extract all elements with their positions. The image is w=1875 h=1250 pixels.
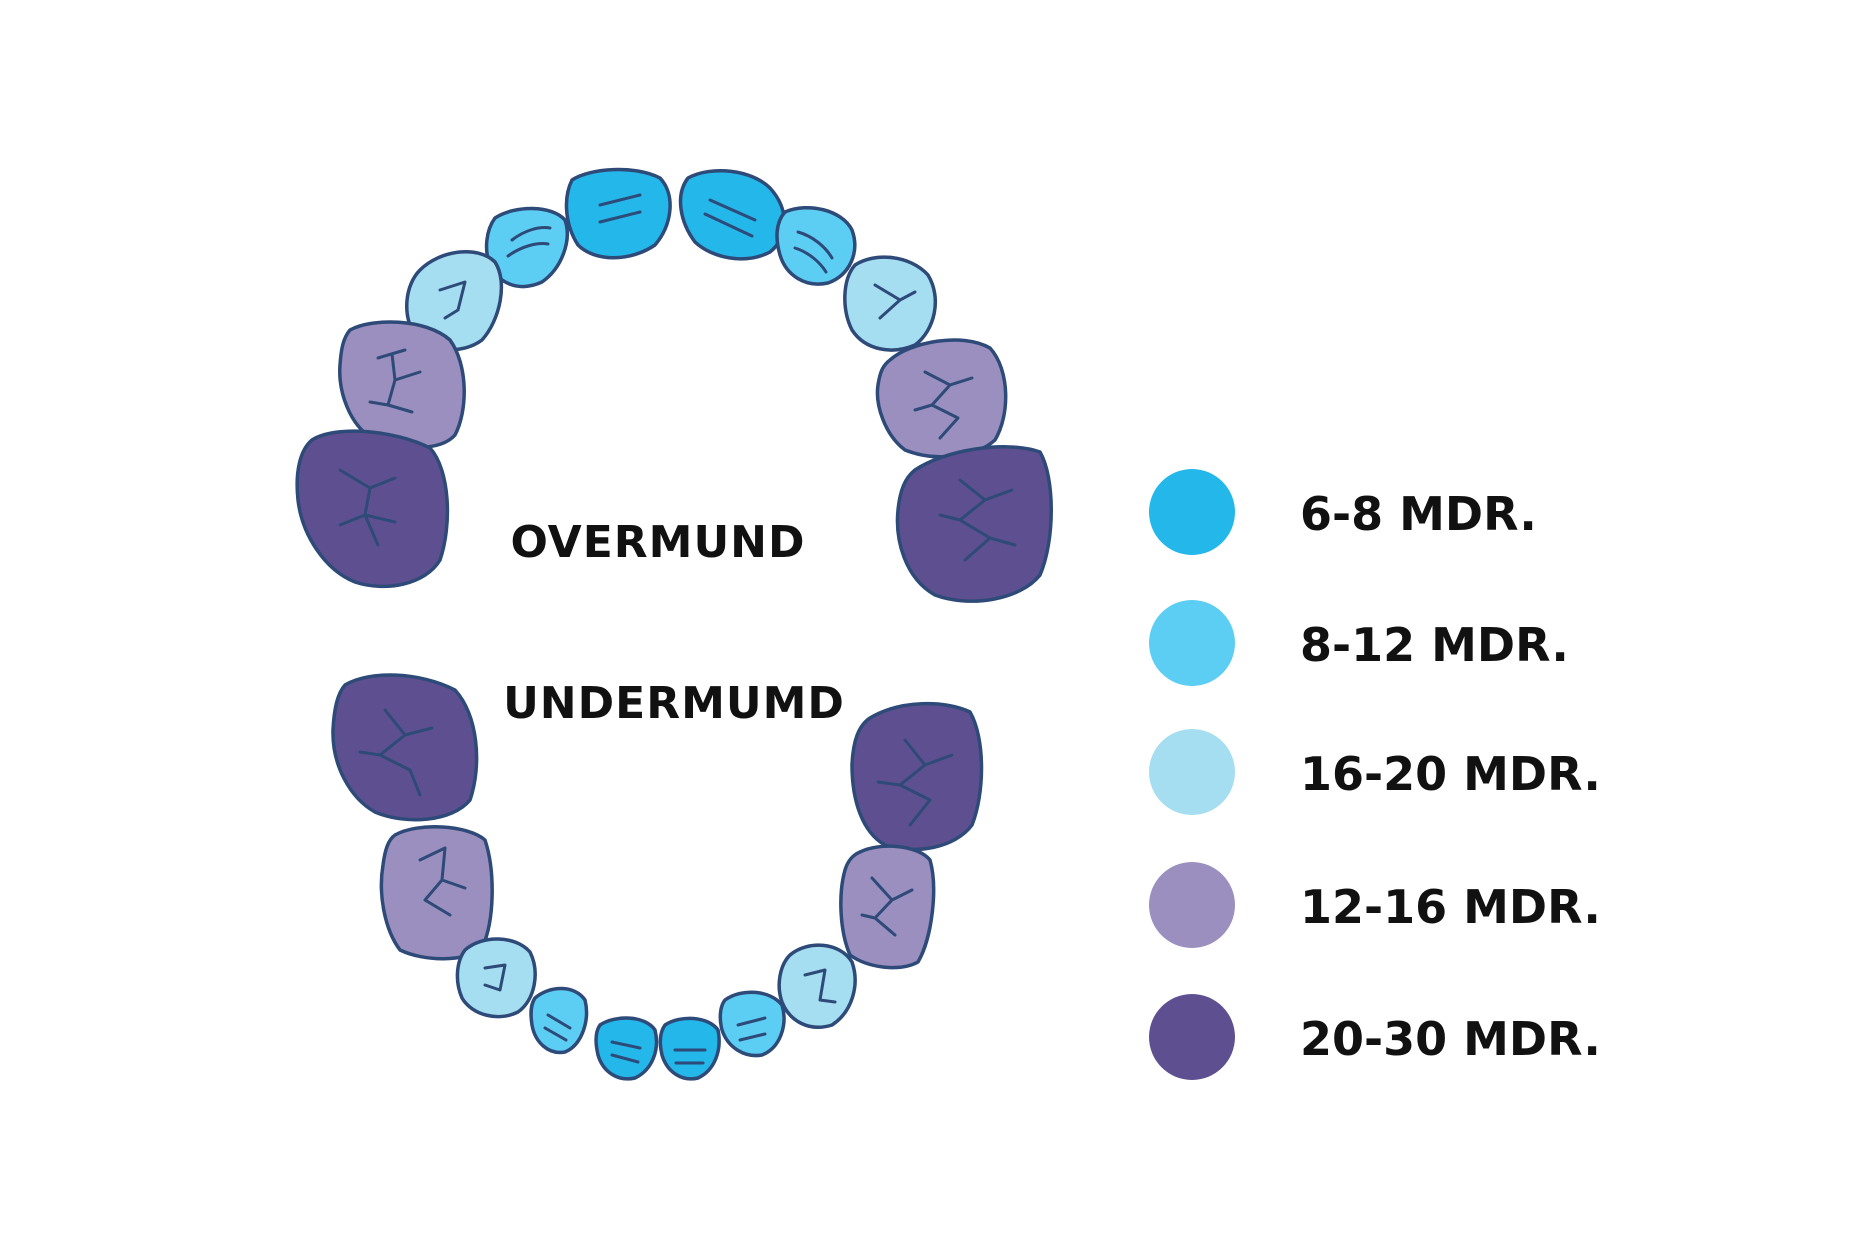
legend-swatch: [1149, 994, 1235, 1080]
lower-central-incisor-right: [658, 1016, 721, 1081]
upper-second-molar-left: [295, 429, 450, 589]
upper-central-incisor-right: [678, 168, 786, 261]
upper-second-molar-right: [895, 445, 1053, 603]
legend-item-6-8: 6-8 MDR.: [1149, 469, 1537, 555]
upper-jaw: [295, 167, 1053, 603]
lower-jaw: [331, 673, 984, 1081]
upper-lateral-incisor-left: [484, 206, 569, 289]
lower-canine-right: [777, 943, 857, 1029]
legend-swatch: [1149, 600, 1235, 686]
legend-label: 20-30 MDR.: [1300, 1012, 1601, 1066]
lower-central-incisor-left: [594, 1016, 659, 1081]
legend-item-12-16: 12-16 MDR.: [1149, 862, 1601, 948]
legend-swatch: [1149, 469, 1235, 555]
lower-first-molar-left: [379, 825, 494, 961]
legend-item-20-30: 20-30 MDR.: [1149, 994, 1601, 1080]
legend-swatch: [1149, 729, 1235, 815]
lower-lateral-incisor-right: [718, 990, 786, 1058]
legend-item-8-12: 8-12 MDR.: [1149, 600, 1569, 686]
legend-item-16-20: 16-20 MDR.: [1149, 729, 1601, 815]
upper-first-molar-right: [875, 338, 1008, 459]
legend-swatch: [1149, 862, 1235, 948]
lower-first-molar-right: [839, 844, 936, 970]
upper-canine-left: [405, 249, 504, 352]
upper-first-molar-left: [338, 320, 466, 450]
legend-label: 8-12 MDR.: [1300, 618, 1569, 672]
upper-lateral-incisor-right: [775, 205, 857, 286]
lower-jaw-label: UNDERMUMD: [503, 678, 845, 729]
legend-label: 16-20 MDR.: [1300, 747, 1601, 801]
upper-jaw-label: OVERMUND: [510, 517, 805, 568]
upper-canine-right: [843, 255, 937, 352]
legend-label: 12-16 MDR.: [1300, 880, 1601, 934]
lower-second-molar-right: [850, 701, 984, 852]
legend-label: 6-8 MDR.: [1300, 487, 1537, 541]
lower-lateral-incisor-left: [529, 986, 589, 1055]
lower-second-molar-left: [331, 673, 479, 822]
lower-canine-left: [455, 937, 537, 1019]
upper-central-incisor-left: [564, 167, 672, 260]
legend: 6-8 MDR. 8-12 MDR. 16-20 MDR. 12-16 MDR.…: [1149, 469, 1601, 1080]
